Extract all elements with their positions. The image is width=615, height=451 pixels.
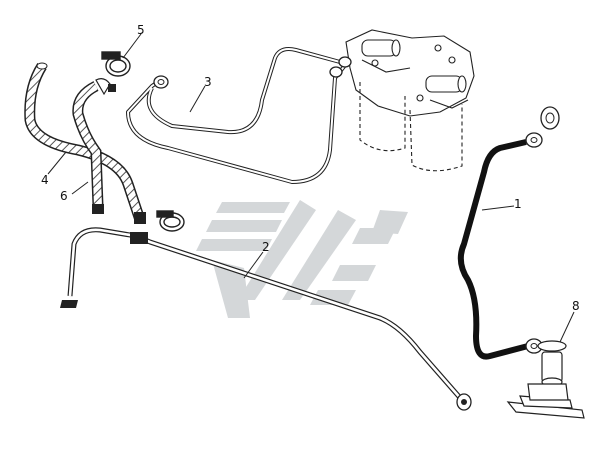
corrugated-hose-part-6 bbox=[72, 78, 116, 214]
callout-3: 3 bbox=[204, 75, 212, 89]
callout-6: 6 bbox=[60, 189, 68, 203]
hose-clamp-part-5 bbox=[101, 51, 131, 77]
callout-5: 5 bbox=[137, 23, 145, 37]
watermark-emblem bbox=[196, 200, 408, 318]
fuel-filter-assembly bbox=[345, 29, 475, 172]
hose-clamp-lower bbox=[156, 210, 185, 232]
drain-valve-part-8 bbox=[506, 340, 585, 419]
corrugated-hose-part-4 bbox=[24, 62, 146, 224]
callout-2: 2 bbox=[262, 240, 270, 254]
leader-lines bbox=[47, 33, 575, 343]
callout-8: 8 bbox=[572, 299, 580, 313]
fuel-line-part-3 bbox=[126, 47, 352, 184]
callout-4: 4 bbox=[41, 173, 49, 187]
hose-part-1 bbox=[457, 106, 560, 360]
callout-1: 1 bbox=[514, 197, 522, 211]
pipe-part-2 bbox=[60, 227, 472, 411]
